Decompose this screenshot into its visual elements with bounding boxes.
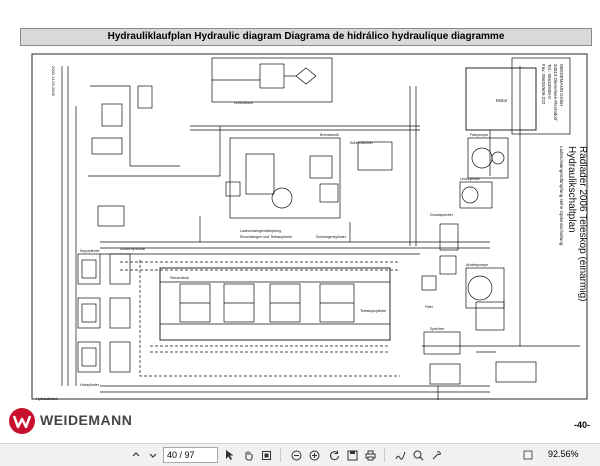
page-down-icon[interactable] [145,447,161,463]
rotate-icon[interactable] [326,447,342,463]
save-icon[interactable] [344,447,360,463]
zoom-level[interactable]: 92.56% [548,449,579,459]
toolbar-separator [280,448,281,462]
label-kipp: Kippzylinder [80,249,100,253]
label-arbeitspumpe: Arbeitspumpe [466,263,488,267]
label-teleskop: Teleskopzylinder [360,309,387,313]
label-lenkung: Lenkorbitrol [234,101,253,105]
motor-label: Motor [496,98,508,103]
pdf-page: Hydrauliklaufplan Hydraulic diagram Diag… [9,28,592,434]
diagram-title-line2: Hydraulikschaltplan [566,146,577,233]
fit-page-icon[interactable] [258,447,274,463]
label-tippen: Ladeschwingendämpfung [240,229,281,233]
print-icon[interactable] [362,447,378,463]
label-lenkzylinder: Lenkzylinder [460,177,481,181]
label-bremsventil: Bremsventil [320,133,339,137]
label-zusatz: Zusatzhydraulik [120,247,145,251]
company-line-1: WEIDEMANN GmbH [559,64,564,106]
label-kuehler: Kühlerölkühler [350,141,374,145]
weidemann-logo [9,408,35,434]
drawing-number: 2000.11.03.2006 [51,66,56,97]
zoom-dropdown-icon[interactable] [520,447,536,463]
select-icon[interactable] [222,447,238,463]
pdf-viewer-toolbar: 40 / 97 92.56% [0,443,600,466]
page-number-input[interactable]: 40 / 97 [163,447,218,463]
label-schwinge: Schwingenzylinder [316,235,347,239]
company-line-2: 34519 Diemelsee-Flechtdorf [553,64,558,121]
sign-icon[interactable] [392,447,408,463]
label-filter: Filter [425,305,434,309]
brand-name: WEIDEMANN [40,412,133,428]
zoom-out-icon[interactable] [288,447,304,463]
label-druck: Druckspeicher [430,213,454,217]
search-icon[interactable] [410,447,426,463]
label-fahrpumpe: Fahrpumpe [470,133,488,137]
hydraulic-schematic: Kühlerölkühler Lenkorbitrol Bremsventil … [31,53,588,401]
label-einschwingung: Einschwingen und Teleskopieren [240,235,292,239]
tools-icon[interactable] [428,447,444,463]
toolbar-separator [384,448,385,462]
label-hubzylinder: Hubzylinder [80,383,100,387]
label-steuerblock: Steuerblock [170,276,189,280]
diagram-header-bar: Hydrauliklaufplan Hydraulic diagram Diag… [20,28,592,46]
company-line-4: Fax: 05633/609-222 [541,64,546,105]
diagram-title-line1: Radlader 2006 Teleskop (einarmig) [577,146,588,301]
page-label: -40- [573,420,590,430]
company-line-3: Tel.: 05633/609-0 [547,64,552,99]
zoom-in-icon[interactable] [306,447,322,463]
hand-tool-icon[interactable] [240,447,256,463]
label-tank: Hydrauliktank [36,397,58,401]
label-speicher: Speicher [430,327,445,331]
diagram-header-title: Hydrauliklaufplan Hydraulic diagram Diag… [107,31,505,42]
page-up-icon[interactable] [128,447,144,463]
diagram-subtitle: Ladeschwingendämpfung siehe Optionsschal… [559,146,564,246]
